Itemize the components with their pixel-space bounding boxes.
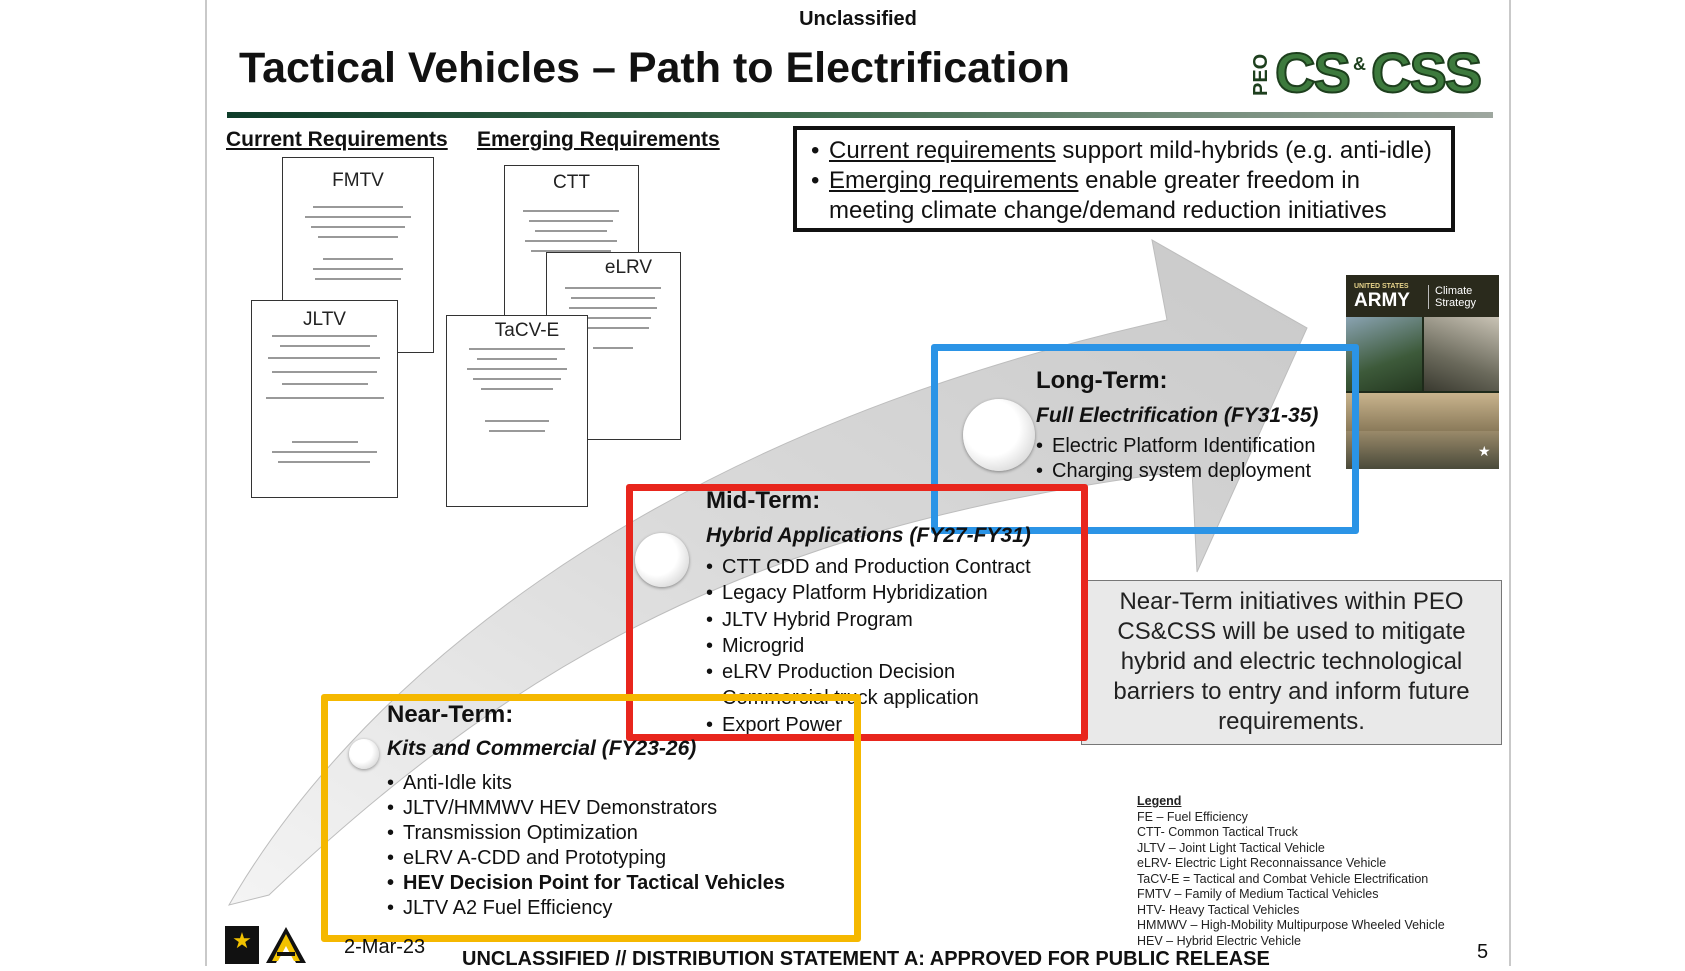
legend-item: CTT- Common Tactical Truck [1137,825,1298,839]
svg-text:&: & [1353,54,1366,74]
peo-cscss-logo: PEO CS & CSS [1253,40,1484,100]
army-climate-strategy-cover: UNITED STATES ARMY Climate Strategy ★ [1346,275,1499,469]
near-term-milestone-circle [349,739,379,769]
legend-heading: Legend [1137,794,1182,808]
long-term-heading: Long-Term: [1036,367,1168,394]
near-term-highlight [321,694,861,942]
jltv-document: JLTV [251,300,398,498]
slide-title: Tactical Vehicles – Path to Electrificat… [239,44,1070,92]
callout-bullet-1: • Current requirements support mild-hybr… [811,137,1432,164]
list-item: •Legacy Platform Hybridization [706,582,988,605]
near-term-subtitle: Kits and Commercial (FY23-26) [387,737,697,760]
current-requirements-heading: Current Requirements [226,128,448,151]
callout-bullet-1-text: support mild-hybrids (e.g. anti-idle) [1055,137,1432,164]
star-icon: ★ [1478,443,1491,459]
requirements-callout: • Current requirements support mild-hybr… [793,126,1455,232]
legend-item: FE – Fuel Efficiency [1137,809,1248,824]
cover-climate-strategy: Climate Strategy [1428,285,1499,309]
progress-arrow-graphic [227,239,1308,906]
list-item: •eLRV Production Decision [706,661,956,684]
long-term-list: •Electric Platform Identification •Charg… [1036,434,1315,484]
list-item: •CTT CDD and Production Contract [706,556,1031,578]
list-item: •Electric Platform Identification [1036,435,1316,457]
distribution-statement: UNCLASSIFIED // DISTRIBUTION STATEMENT A… [462,948,1270,970]
ctt-doc-title: CTT [553,172,590,193]
classification-banner: Unclassified [799,8,917,30]
slide: Unclassified Tactical Vehicles – Path to… [205,0,1511,970]
fmtv-doc-title: FMTV [332,170,384,191]
cover-army: ARMY [1354,290,1410,311]
tacve-document: TaCV-E [446,315,588,507]
list-item: •Microgrid [706,634,805,657]
near-term-list: •Anti-Idle kits •JLTV/HMMWV HEV Demonstr… [387,771,785,921]
long-term-highlight [931,344,1359,534]
list-item: •Transmission Optimization [387,822,638,844]
legend-item: HTV- Heavy Tactical Vehicles [1137,902,1300,917]
callout-bullet-2: • Emerging requirements enable greater f… [811,167,1387,224]
tacve-doc-title: TaCV-E [494,320,560,341]
jltv-doc-title: JLTV [303,309,346,330]
svg-text:CSS: CSS [1371,41,1481,100]
list-item: •Anti-Idle kits [387,772,512,794]
callout-bullet-2-text: enable greater freedom in meeting climat… [829,167,1387,224]
near-term-summary-box: Near-Term initiatives within PEO CS&CSS … [1081,580,1502,745]
legend-item: eLRV- Electric Light Reconnaissance Vehi… [1137,856,1387,870]
legend-item: HEV – Hybrid Electric Vehicle [1137,933,1301,948]
mid-term-milestone-circle [635,533,689,587]
star-icon: ★ [232,928,252,953]
list-item: •JLTV Hybrid Program [706,608,913,631]
list-item: •JLTV A2 Fuel Efficiency [387,897,613,919]
acronym-legend: Legend FE – Fuel Efficiency CTT- Common … [1137,794,1445,949]
cover-line-1: UNITED STATES [1354,283,1409,290]
list-item: •Export Power [706,713,843,736]
mid-term-list: •CTT CDD and Production Contract •Legacy… [706,554,1031,738]
list-item: •eLRV A-CDD and Prototyping [387,847,667,869]
legend-item: TaCV-E = Tactical and Combat Vehicle Ele… [1137,871,1429,886]
current-requirements-link-text: Current requirements [829,137,1056,164]
legend-item: HMMWV – High-Mobility Multipurpose Wheel… [1137,918,1445,932]
svg-text:PEO: PEO [1253,54,1272,96]
legend-item: FMTV – Family of Medium Tactical Vehicle… [1137,887,1379,901]
slide-date: 2-Mar-23 [344,936,426,958]
us-army-star-logo: ★ [225,926,259,964]
army-futures-a-logo [266,927,306,963]
list-item: •JLTV/HMMWV HEV Demonstrators [387,797,718,819]
list-item: •Charging system deployment [1036,460,1312,482]
mid-term-subtitle: Hybrid Applications (FY27-FY31) [706,524,1031,547]
elrv-doc-title: eLRV [604,257,653,278]
near-term-heading: Near-Term: [387,701,514,728]
emerging-requirements-link-text: Emerging requirements [829,167,1079,194]
mid-term-heading: Mid-Term: [706,487,821,514]
legend-item: JLTV – Joint Light Tactical Vehicle [1137,840,1325,855]
long-term-subtitle: Full Electrification (FY31-35) [1036,404,1319,427]
list-item: •HEV Decision Point for Tactical Vehicle… [387,872,785,894]
emerging-requirements-heading: Emerging Requirements [477,128,720,151]
svg-text:CS: CS [1275,41,1349,100]
title-divider [227,112,1493,118]
page-number: 5 [1477,941,1489,963]
long-term-milestone-circle [963,399,1035,471]
